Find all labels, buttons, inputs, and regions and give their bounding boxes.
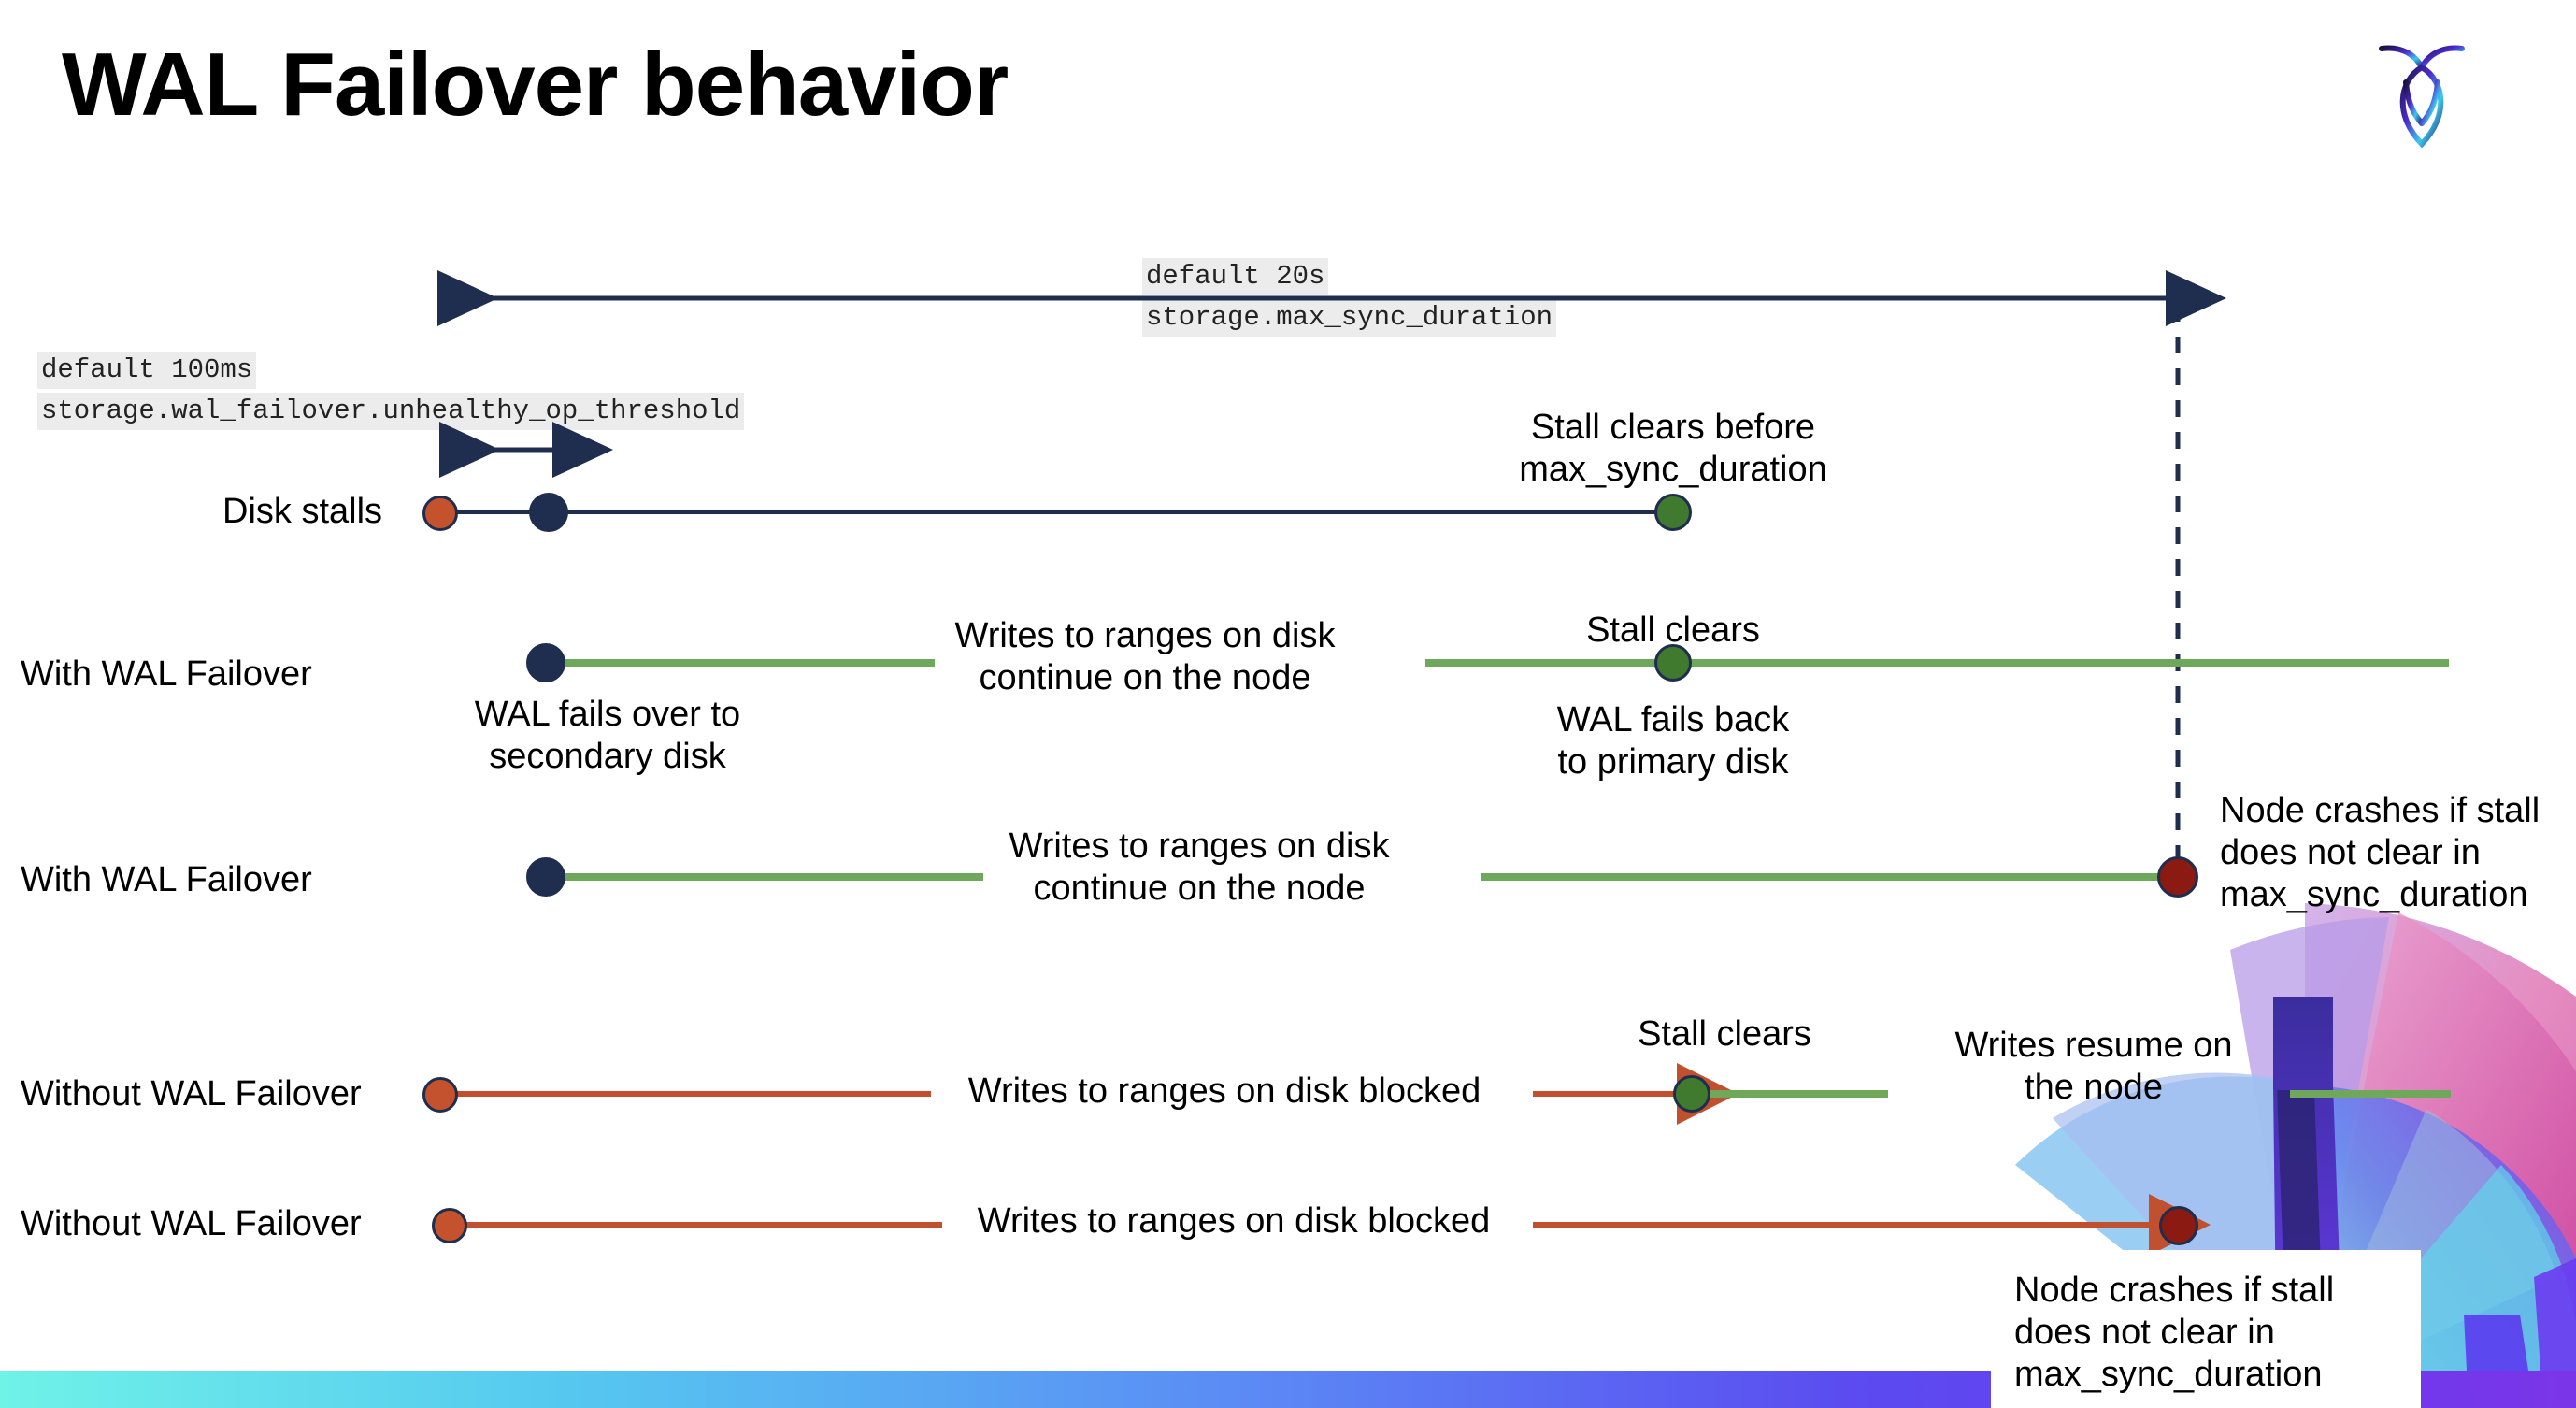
wal-failover-trigger-dot-row2[interactable] [526, 643, 565, 682]
row-label-with-wal-failover-2: With WAL Failover [21, 860, 312, 899]
row-label-without-wal-failover-2: Without WAL Failover [21, 1204, 362, 1243]
row2-green-line-right [1425, 659, 2449, 667]
node-crash-dot-row3[interactable] [2157, 856, 2198, 898]
row5-orange-line [458, 1222, 942, 1228]
anno-writes-blocked-row4: Writes to ranges on disk blocked [967, 1071, 1481, 1111]
anno-writes-resume-row4: Writes resume on the node [1954, 1026, 2233, 1107]
stall-clear-dot-row1[interactable] [1654, 494, 1692, 531]
stall-clear-dot-row2[interactable] [1654, 644, 1692, 682]
max-sync-setting-chip: storage.max_sync_duration [1142, 299, 1557, 338]
cockroachdb-logo-icon [2379, 45, 2465, 149]
anno-stall-clears-before: Stall clears before max_sync_duration [1519, 408, 1827, 489]
wal-failover-trigger-dot-row3[interactable] [526, 857, 565, 897]
stall-clear-dot-row4[interactable] [1673, 1075, 1710, 1113]
anno-node-crashes-row5: Node crashes if stall does not clear in … [2014, 1271, 2335, 1394]
row-label-with-wal-failover-1: With WAL Failover [21, 654, 312, 694]
max-sync-default-chip: default 20s [1142, 258, 1329, 296]
disk-stall-start-dot-row4[interactable] [422, 1077, 458, 1113]
content-mask-upper [0, 0, 1982, 954]
row3-green-line-right [1481, 873, 2172, 881]
row2-green-line-left [542, 659, 935, 667]
row3-green-line-left [542, 873, 983, 881]
row4-green-line [1701, 1090, 1888, 1098]
disk-stall-start-dot-row5[interactable] [432, 1208, 467, 1243]
page-title: WAL Failover behavior [62, 35, 1009, 135]
node-crash-dot-row5[interactable] [2159, 1206, 2198, 1245]
unhealthy-setting-chip: storage.wal_failover.unhealthy_op_thresh… [37, 393, 745, 431]
row-label-without-wal-failover-1: Without WAL Failover [21, 1074, 362, 1113]
disk-stall-line [441, 510, 1677, 514]
anno-wal-fails-over: WAL fails over to secondary disk [474, 695, 741, 776]
anno-stall-clears-row2: Stall clears [1586, 611, 1760, 650]
disk-stall-start-dot[interactable] [422, 496, 458, 531]
anno-writes-continue-row2: Writes to ranges on disk continue on the… [954, 616, 1336, 697]
row4-green-line-far [2290, 1090, 2451, 1098]
anno-writes-blocked-row5: Writes to ranges on disk blocked [977, 1201, 1491, 1241]
anno-wal-fails-back: WAL fails back to primary disk [1556, 700, 1790, 782]
unhealthy-default-chip: default 100ms [37, 352, 257, 390]
wal-failover-trigger-dot-row1[interactable] [529, 493, 568, 532]
content-mask-left [0, 954, 1215, 1356]
anno-writes-continue-row3: Writes to ranges on disk continue on the… [1009, 826, 1390, 908]
row-label-disk-stalls: Disk stalls [222, 492, 383, 531]
anno-node-crashes-row3: Node crashes if stall does not clear in … [2220, 791, 2540, 914]
row4-orange-line [454, 1091, 931, 1097]
crash-callout-box [1991, 1250, 2421, 1408]
anno-stall-clears-row4: Stall clears [1638, 1014, 1811, 1054]
